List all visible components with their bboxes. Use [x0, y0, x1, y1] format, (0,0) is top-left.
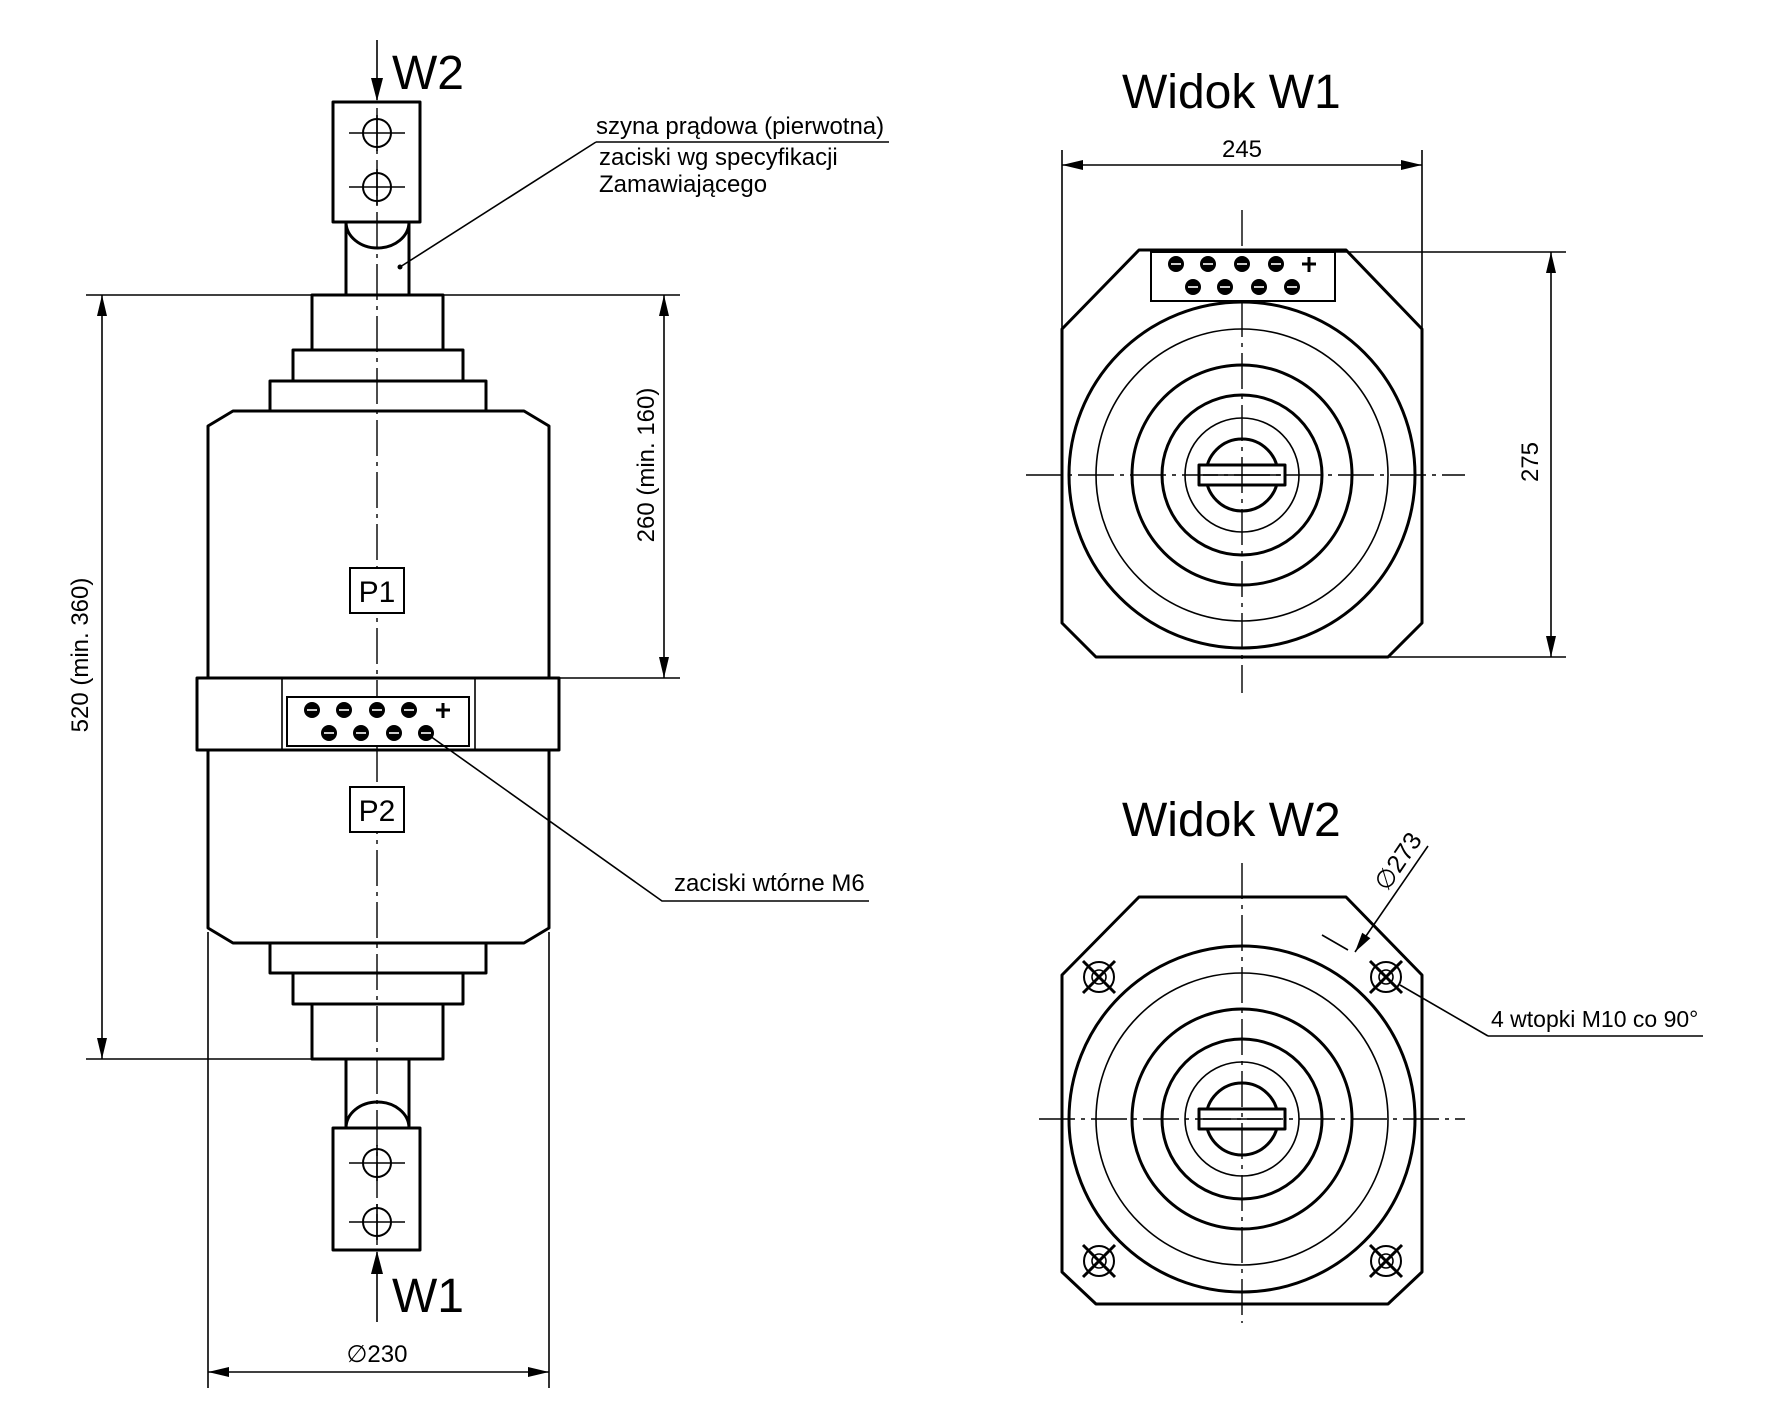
lower-step-3	[268, 941, 488, 975]
threaded-insert	[1081, 1243, 1117, 1279]
dimension-height-label: 275	[1517, 442, 1544, 482]
lower-section-box	[349, 786, 405, 833]
primary-note-line3: Zamawiającego	[599, 171, 767, 198]
view-arrow-bottom	[371, 1251, 383, 1322]
secondary-terminal	[1284, 279, 1300, 295]
earth-terminal	[436, 703, 450, 718]
secondary-terminal	[369, 702, 385, 718]
secondary-terminal	[304, 702, 320, 718]
view-w2-title: Widok W2	[1122, 794, 1341, 847]
dimension-diameter	[207, 932, 550, 1388]
secondary-terminal	[1217, 279, 1233, 295]
upper-section-label: P1	[359, 576, 396, 609]
dimension-diameter-label: ∅230	[347, 1341, 408, 1368]
view-w1: Widok W1 245	[1026, 66, 1566, 693]
secondary-terminal	[418, 725, 434, 741]
dimension-height	[1335, 251, 1566, 658]
dimension-upper-height	[443, 294, 680, 679]
dimension-total-height	[86, 294, 312, 1060]
view-w2: Widok W2	[1039, 794, 1703, 1323]
upper-section-box	[349, 567, 405, 614]
secondary-terminal	[336, 702, 352, 718]
secondary-terminal	[386, 725, 402, 741]
lower-step-2	[291, 971, 465, 1006]
earth-terminal	[1302, 257, 1316, 272]
dimension-upper-height-label: 260 (min. 160)	[633, 388, 660, 543]
primary-note-leader	[397, 141, 889, 270]
dimension-width-label: 245	[1222, 136, 1262, 163]
secondary-terminal	[1200, 256, 1216, 272]
dimension-total-height-label: 520 (min. 360)	[67, 578, 94, 733]
secondary-terminal	[353, 725, 369, 741]
side-view: P1 P2 W2 W1 520 (min. 360)	[67, 40, 889, 1388]
secondary-terminal	[1185, 279, 1201, 295]
secondary-terminal	[321, 725, 337, 741]
view-arrow-bottom-label: W1	[392, 1270, 464, 1323]
lower-section-label: P2	[359, 795, 396, 828]
secondary-note-leader	[429, 735, 869, 902]
view-arrow-top	[371, 40, 383, 101]
upper-step-2	[291, 348, 465, 383]
inserts-note-leader	[1399, 984, 1703, 1037]
lower-body	[206, 748, 551, 945]
upper-step-3	[268, 379, 488, 413]
threaded-insert	[1368, 959, 1404, 995]
view-arrow-top-label: W2	[392, 47, 464, 100]
primary-note-line1: szyna prądowa (pierwotna)	[596, 113, 884, 140]
dimension-bolt-circle-label: ∅273	[1369, 827, 1428, 895]
secondary-terminal	[1268, 256, 1284, 272]
secondary-terminal	[401, 702, 417, 718]
dimension-width	[1061, 150, 1423, 329]
dimension-bolt-circle	[1321, 845, 1429, 953]
threaded-insert	[1368, 1243, 1404, 1279]
view-w1-title: Widok W1	[1122, 66, 1341, 119]
threaded-insert	[1081, 959, 1117, 995]
upper-body	[206, 409, 551, 680]
secondary-note: zaciski wtórne M6	[674, 870, 865, 897]
primary-note-line2: zaciski wg specyfikacji	[599, 144, 838, 171]
secondary-terminal	[1251, 279, 1267, 295]
secondary-terminal	[1234, 256, 1250, 272]
secondary-terminal	[1168, 256, 1184, 272]
inserts-note: 4 wtopki M10 co 90°	[1491, 1006, 1698, 1032]
